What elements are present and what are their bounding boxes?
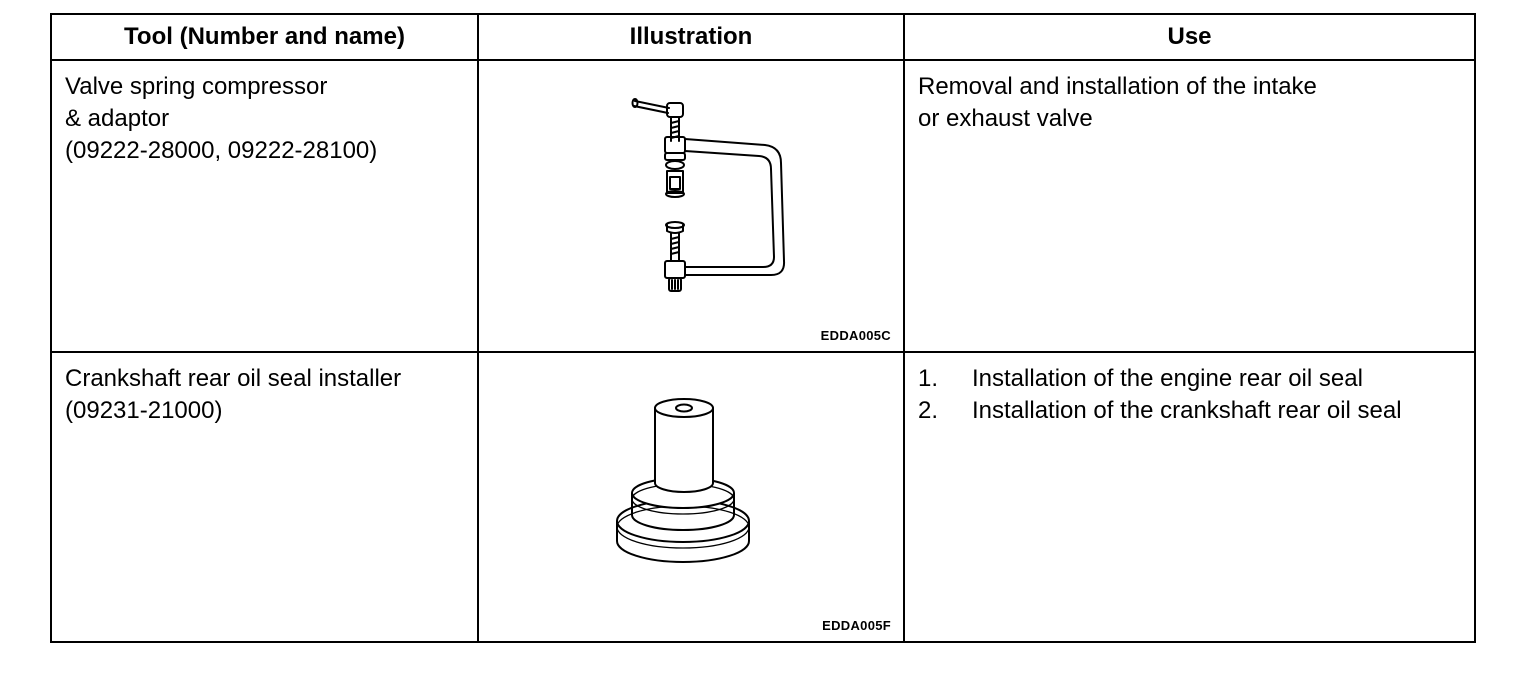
list-item: 2. Installation of the crankshaft rear oi… [918, 395, 1474, 427]
header-use: Use [903, 13, 1476, 61]
use-list: 1. Installation of the engine rear oil se… [905, 353, 1474, 427]
use-cell: Removal and installation of the intake o… [903, 59, 1476, 353]
header-illustration: Illustration [477, 13, 905, 61]
tool-cell: Crankshaft rear oil seal installer (0923… [50, 351, 479, 643]
use-description: Removal and installation of the intake o… [905, 61, 1474, 135]
tool-number-line: (09231-21000) [65, 397, 223, 424]
list-item: 1. Installation of the engine rear oil se… [918, 363, 1474, 395]
tool-name-line: Crankshaft rear oil seal installer [65, 365, 402, 392]
header-tool: Tool (Number and name) [50, 13, 479, 61]
use-cell: 1. Installation of the engine rear oil se… [903, 351, 1476, 643]
tool-name: Crankshaft rear oil seal installer (0923… [52, 353, 477, 427]
illustration-cell: EDDA005C [477, 59, 905, 353]
tool-name: Valve spring compressor & adaptor (09222… [52, 61, 477, 167]
valve-spring-compressor-icon [631, 98, 786, 292]
figure-code: EDDA005C [820, 328, 891, 343]
tool-cell: Valve spring compressor & adaptor (09222… [50, 59, 479, 353]
list-item-text: Installation of the engine rear oil seal [972, 365, 1363, 392]
use-line: Removal and installation of the intake [918, 73, 1317, 100]
tool-name-line: Valve spring compressor [65, 73, 328, 100]
figure-code: EDDA005F [822, 618, 891, 633]
list-item-number: 2. [918, 397, 939, 424]
use-line: or exhaust valve [918, 105, 1093, 132]
table-row: Crankshaft rear oil seal installer (0923… [50, 351, 1476, 643]
special-tools-table: Tool (Number and name) Illustration Use … [50, 13, 1476, 643]
tool-number-line: (09222-28000, 09222-28100) [65, 137, 378, 164]
illustration-cell: EDDA005F [477, 351, 905, 643]
table-row: Valve spring compressor & adaptor (09222… [50, 59, 1476, 353]
header-row: Tool (Number and name) Illustration Use [50, 13, 1476, 61]
tool-name-line: & adaptor [65, 105, 170, 132]
list-item-number: 1. [918, 365, 939, 392]
oil-seal-installer-icon [616, 398, 750, 563]
list-item-text: Installation of the crankshaft rear oil … [972, 397, 1402, 424]
